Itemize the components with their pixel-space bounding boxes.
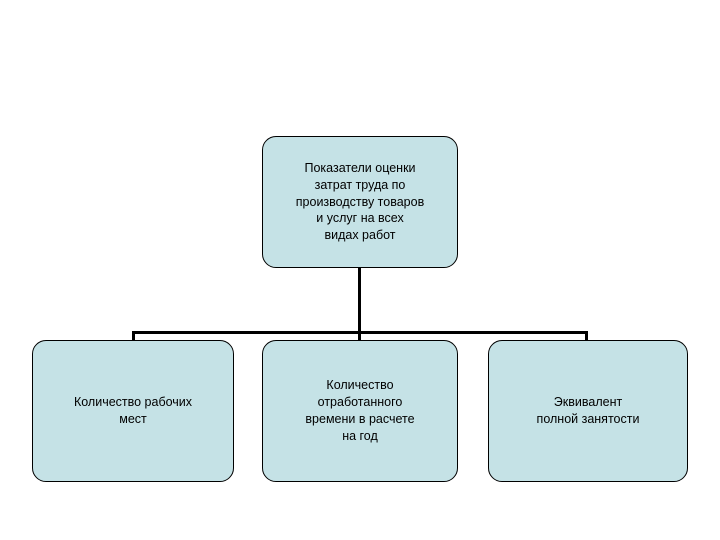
node-root: Показатели оценки затрат труда по произв… — [262, 136, 458, 268]
connector-drop-left — [132, 331, 135, 341]
node-child-full-time-equivalent: Эквивалент полной занятости — [488, 340, 688, 482]
node-child-full-time-equivalent-label: Эквивалент полной занятости — [536, 395, 640, 426]
node-child-hours-worked-label: Количество отработанного времени в расче… — [305, 378, 415, 443]
connector-drop-right — [585, 331, 588, 341]
node-root-label: Показатели оценки затрат труда по произв… — [295, 160, 425, 243]
node-child-jobs-count-label: Количество рабочих мест — [73, 395, 193, 426]
connector-root-stem — [358, 268, 361, 334]
node-child-hours-worked: Количество отработанного времени в расче… — [262, 340, 458, 482]
node-child-jobs-count: Количество рабочих мест — [32, 340, 234, 482]
connector-drop-middle — [358, 331, 361, 341]
